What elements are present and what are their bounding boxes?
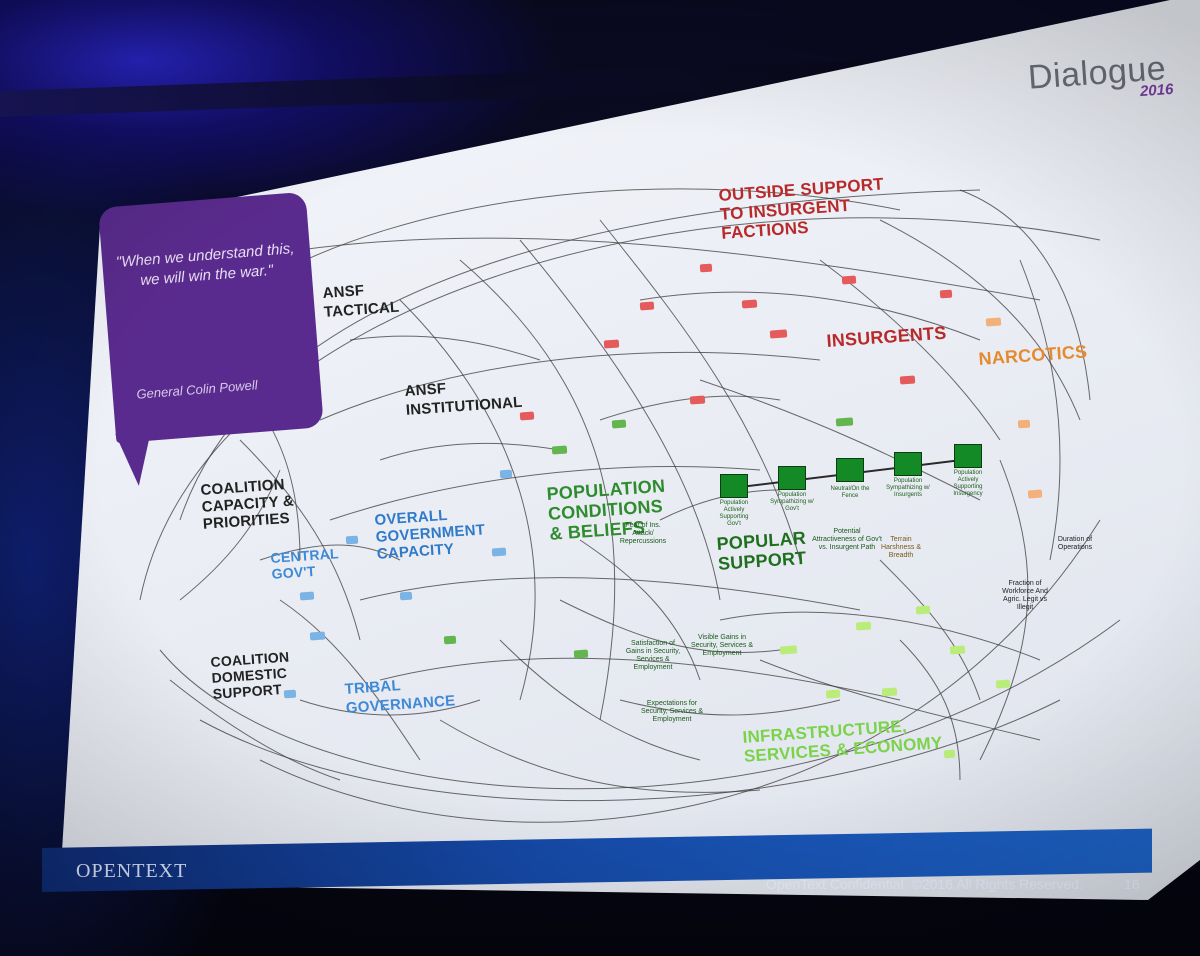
quote-callout	[98, 192, 324, 444]
node-green	[574, 650, 588, 659]
node-light-green	[944, 750, 955, 759]
node-green	[444, 636, 457, 645]
label-duration: Duration of Operations	[1050, 536, 1100, 552]
node-red	[604, 339, 620, 348]
label-terrain: Terrain Harshness & Breadth	[876, 536, 926, 560]
node-red	[842, 276, 856, 285]
node-red	[742, 299, 758, 308]
node-red	[900, 375, 916, 384]
footer-copyright: OpenText Confidential. ©2016 All Rights …	[766, 876, 1083, 892]
label-potential-attractiveness: Potential Attractiveness of Gov't vs. In…	[812, 528, 882, 552]
node-red	[770, 329, 787, 338]
stock-label: Population Sympathizing w/ Gov't	[770, 492, 814, 513]
stock-box	[778, 466, 806, 490]
node-red	[940, 290, 953, 299]
node-orange	[1028, 490, 1042, 499]
node-blue	[400, 592, 413, 601]
label-fraction-workforce: Fraction of Workforce And Agric. Legit v…	[994, 580, 1056, 612]
node-light-green	[916, 606, 930, 615]
node-orange	[986, 317, 1002, 326]
label-expectations: Expectations for Security, Services & Em…	[640, 700, 704, 724]
stock-box	[894, 452, 922, 476]
node-light-green	[826, 690, 840, 699]
node-green	[612, 420, 626, 429]
node-red	[700, 264, 713, 273]
node-blue	[500, 470, 513, 479]
cluster-central-govt: CENTRAL GOV'T	[270, 545, 342, 582]
node-red	[640, 302, 654, 311]
node-light-green	[950, 645, 966, 654]
node-orange	[1018, 420, 1031, 429]
node-red	[520, 412, 534, 421]
node-green	[552, 445, 568, 454]
node-light-green	[882, 687, 898, 696]
node-blue	[310, 631, 326, 640]
cluster-ansf-tactical: ANSF TACTICAL	[322, 278, 414, 322]
cluster-coalition-domestic: COALITION DOMESTIC SUPPORT	[210, 648, 293, 701]
cluster-coalition-capacity: COALITION CAPACITY & PRIORITIES	[200, 474, 313, 533]
stock-box	[836, 458, 864, 482]
stock-box	[720, 474, 748, 498]
stock-box	[954, 444, 982, 468]
stock-label: Population Actively Supporting Insurgenc…	[946, 470, 990, 498]
node-light-green	[856, 621, 872, 630]
node-light-green	[780, 645, 797, 654]
label-satisfaction: Satisfaction of Gains in Security, Servi…	[622, 640, 684, 672]
footer-page-number: 16	[1124, 876, 1140, 892]
cluster-overall-government: OVERALL GOVERNMENT CAPACITY	[374, 504, 497, 563]
cluster-tribal-governance: TRIBAL GOVERNANCE	[344, 672, 456, 718]
quote-callout-tail	[115, 430, 156, 487]
node-light-green	[996, 680, 1010, 689]
label-fear-attack: Fear of Ins. Attack/ Repercussions	[616, 522, 670, 546]
node-blue	[346, 536, 359, 545]
stock-label: Population Sympathizing w/ Insurgents	[886, 478, 930, 499]
node-green	[836, 417, 853, 426]
footer-logo: OPENTEXT	[76, 860, 187, 883]
node-blue	[300, 592, 314, 601]
stock-label: Neutral/On the Fence	[828, 486, 872, 500]
stock-label: Population Actively Supporting Gov't	[712, 500, 756, 528]
label-visible-gains: Visible Gains in Security, Services & Em…	[690, 634, 754, 658]
node-red	[690, 395, 706, 404]
